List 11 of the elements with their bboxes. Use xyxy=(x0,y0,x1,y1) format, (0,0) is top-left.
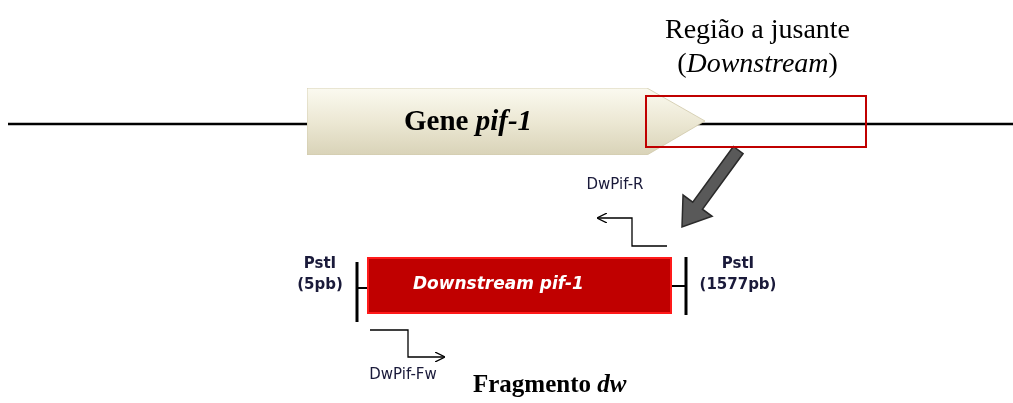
gene-arrow xyxy=(307,88,705,155)
fragment-caption: Fragmento dw xyxy=(473,370,627,398)
primer-label: DwPif-Fw xyxy=(368,364,438,385)
restriction-site-label: PstI (1577pb) xyxy=(698,253,778,295)
fragment-box xyxy=(367,257,672,314)
region-heading: Região a jusante (Downstream) xyxy=(663,12,852,80)
fragment-label: Downstream pif-1 xyxy=(413,273,584,293)
primer-label: DwPif-R xyxy=(585,174,645,195)
restriction-site-label: PstI (5pb) xyxy=(296,253,344,295)
gene-label: Gene pif-1 xyxy=(404,104,533,137)
block-arrow xyxy=(681,145,745,229)
